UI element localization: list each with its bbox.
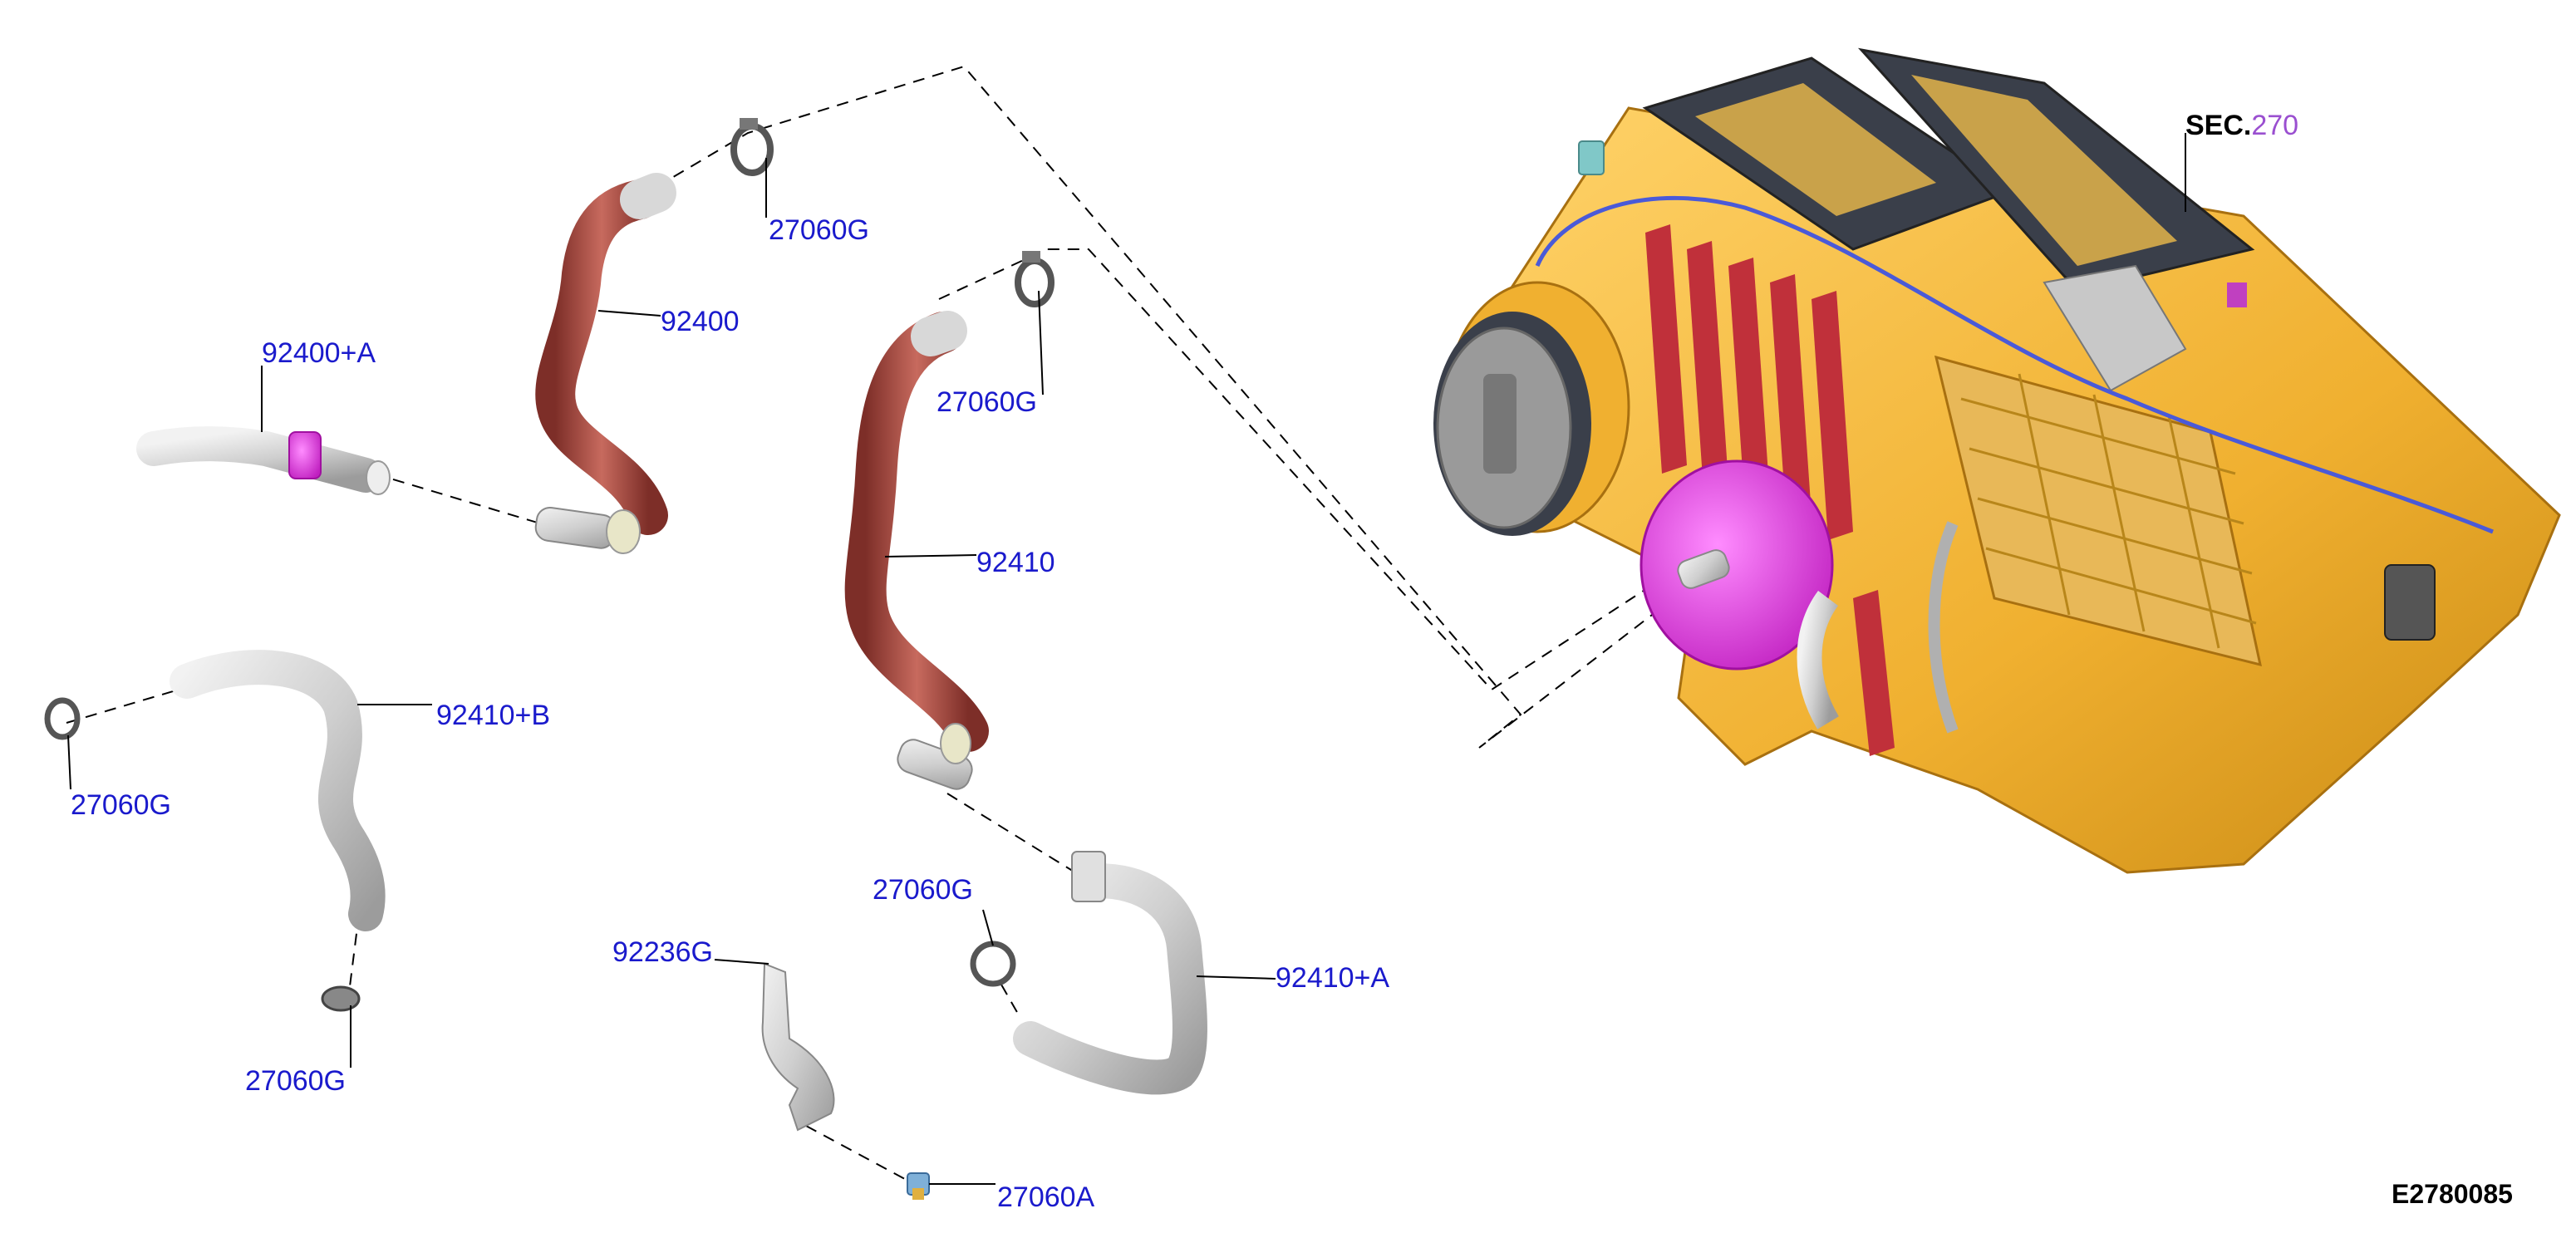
callout-92410-plus-a: 92410+A xyxy=(1276,962,1389,994)
hose-clamp-icon xyxy=(321,985,361,1012)
hose-clamp-icon xyxy=(730,118,774,176)
callout-27060g-second: 27060G xyxy=(937,386,1037,418)
callout-92236g: 92236G xyxy=(612,936,713,968)
blower-housing xyxy=(1433,281,1630,536)
section-reference[interactable]: SEC.270 xyxy=(2185,110,2298,141)
callout-27060g-left: 27060G xyxy=(71,789,171,821)
bolt-icon xyxy=(907,1172,930,1200)
hose-92410-plus-a xyxy=(1013,851,1207,1095)
hose-clamp-icon xyxy=(1015,251,1054,307)
figure-id: E2780085 xyxy=(2392,1179,2513,1209)
callout-92410: 92410 xyxy=(976,547,1055,578)
hvac-assembly xyxy=(1433,47,2561,874)
hose-clamp-icon xyxy=(970,941,1016,987)
hose-92410 xyxy=(844,311,989,790)
callout-27060g-bottom: 27060G xyxy=(245,1065,346,1097)
callout-labels: 27060G 92400 92400+A 27060G 92410 92410+… xyxy=(71,110,2513,1213)
section-number[interactable]: 270 xyxy=(2251,110,2298,141)
blower-motor xyxy=(1639,459,1834,671)
callout-92410-plus-b: 92410+B xyxy=(436,700,550,731)
heater-core-fins xyxy=(1645,224,1895,756)
callout-92400: 92400 xyxy=(661,306,740,337)
hose-92400-plus-a xyxy=(136,426,391,495)
hose-92410-plus-b xyxy=(170,650,386,931)
magenta-clip-icon xyxy=(288,431,322,479)
callout-27060g-mid: 27060G xyxy=(873,874,973,906)
callout-92400-plus-a: 92400+A xyxy=(262,337,376,369)
callout-27060a: 27060A xyxy=(997,1181,1095,1213)
callout-leader-lines xyxy=(67,133,2186,1185)
callout-27060g-top: 27060G xyxy=(769,214,869,246)
section-prefix: SEC. xyxy=(2185,110,2251,141)
hose-clamp-icon xyxy=(44,697,81,740)
hose-92400 xyxy=(534,173,676,554)
bracket-92236g xyxy=(761,962,835,1132)
